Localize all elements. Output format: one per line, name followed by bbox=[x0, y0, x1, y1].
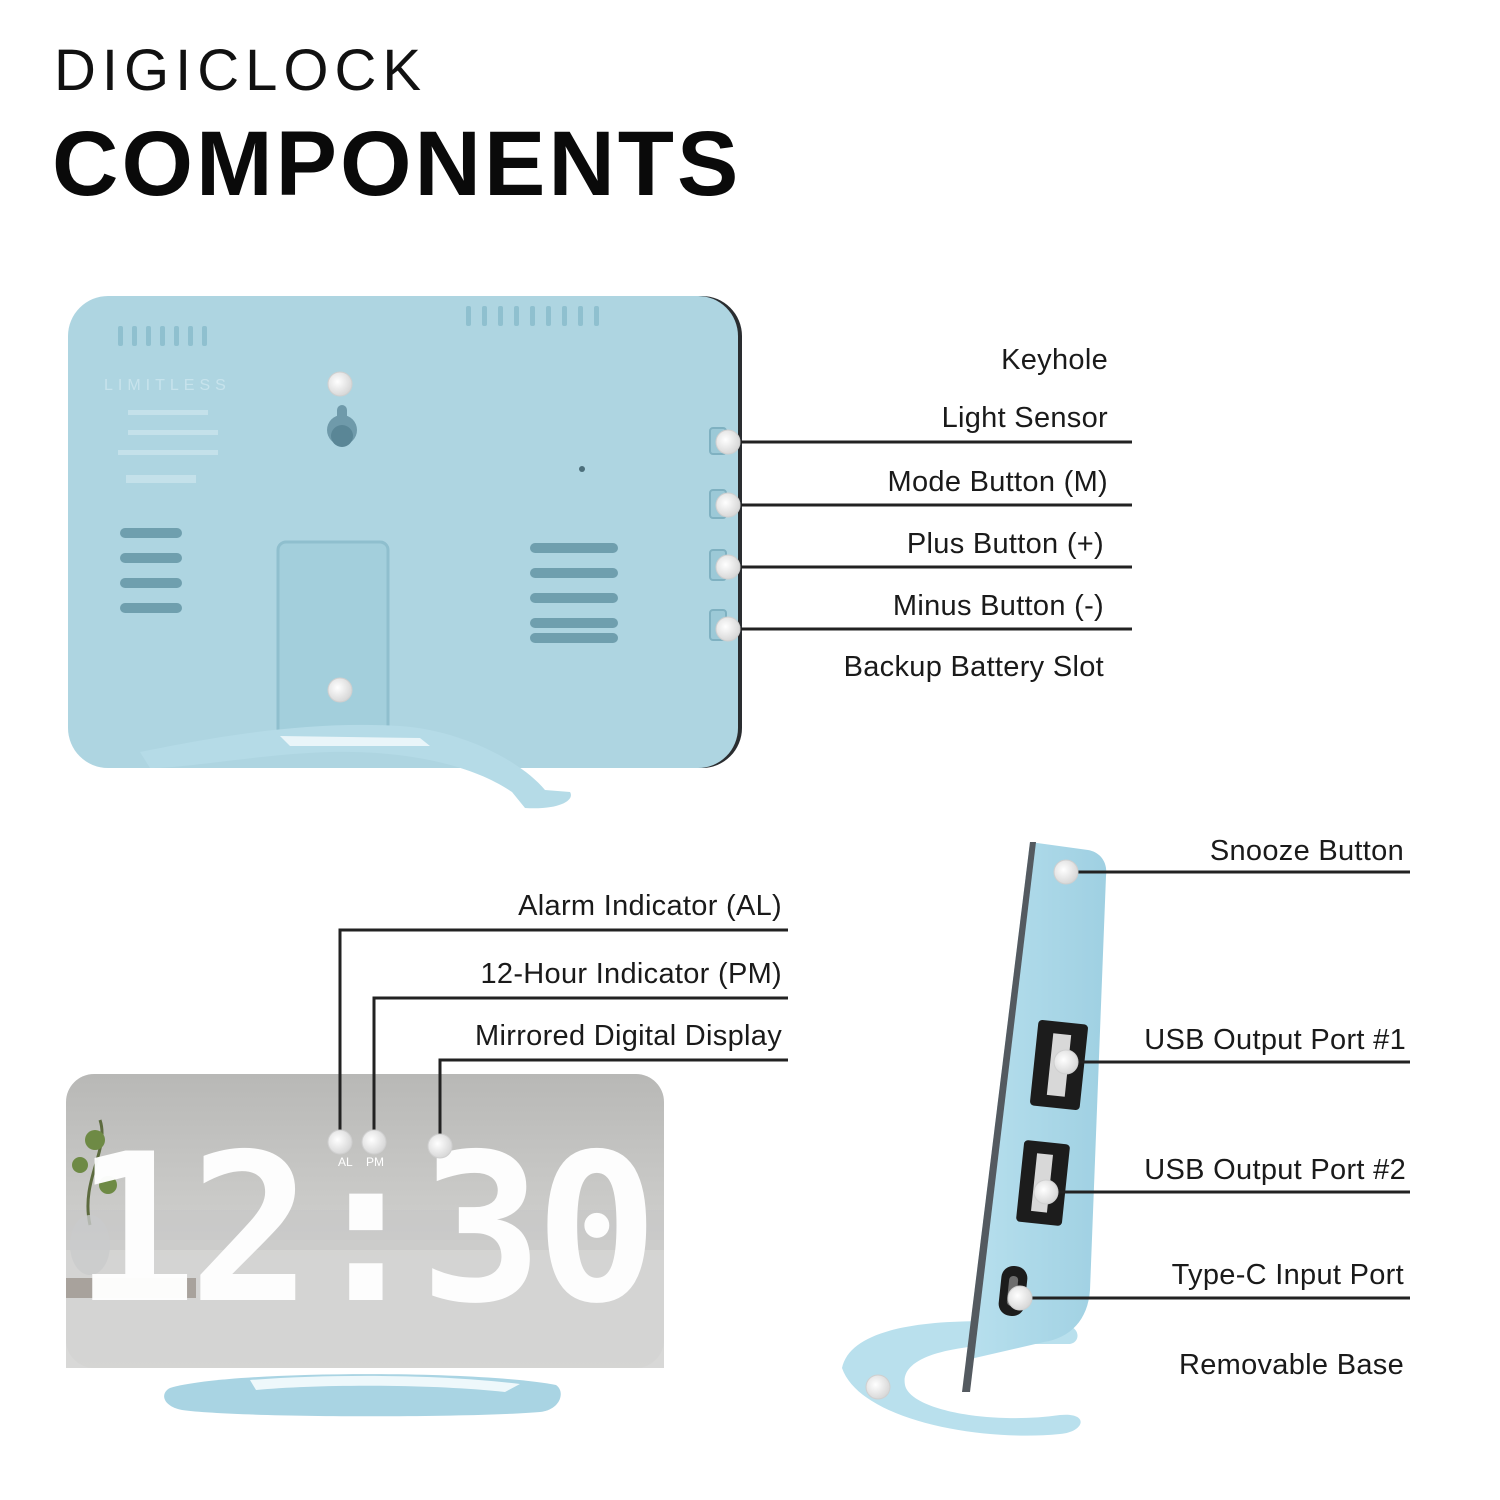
leader-lines bbox=[338, 382, 1410, 1389]
label-mode-button: Mode Button (M) bbox=[887, 466, 1108, 498]
title-heading: COMPONENTS bbox=[52, 113, 742, 215]
side-vents bbox=[120, 528, 618, 643]
dot-battery-slot bbox=[327, 677, 353, 703]
dot-alarm-indicator bbox=[327, 1129, 353, 1155]
brand-mark: LIMITLESS bbox=[104, 377, 231, 394]
side-view-clock bbox=[842, 842, 1107, 1436]
dot-mode-button bbox=[715, 492, 741, 518]
dot-usb-1 bbox=[1053, 1049, 1079, 1075]
label-usb-2: USB Output Port #2 bbox=[1144, 1154, 1406, 1186]
title-brand: DIGICLOCK bbox=[54, 38, 428, 103]
back-view-clock: LIMITLESS bbox=[68, 296, 742, 809]
label-light-sensor: Light Sensor bbox=[941, 402, 1108, 434]
label-minus-button: Minus Button (-) bbox=[892, 590, 1104, 622]
pm-indicator: PM bbox=[366, 1155, 384, 1169]
spec-text-lines bbox=[118, 410, 218, 483]
dot-type-c bbox=[1007, 1285, 1033, 1311]
top-vents bbox=[118, 306, 599, 346]
front-view-clock: 12:30 AL PM bbox=[66, 1074, 664, 1417]
back-stand bbox=[140, 724, 571, 809]
battery-door bbox=[276, 540, 390, 740]
dot-light-sensor bbox=[715, 429, 741, 455]
label-alarm-indicator: Alarm Indicator (AL) bbox=[518, 890, 782, 922]
label-mirror-display: Mirrored Digital Display bbox=[475, 1020, 782, 1052]
dot-usb-2 bbox=[1033, 1179, 1059, 1205]
dot-pm-indicator bbox=[361, 1129, 387, 1155]
dot-removable-base bbox=[865, 1374, 891, 1400]
dot-plus-button bbox=[715, 554, 741, 580]
dot-keyhole bbox=[327, 371, 353, 397]
dot-mirror-display bbox=[427, 1133, 453, 1159]
callout-dots bbox=[327, 371, 1079, 1400]
dot-snooze-button bbox=[1053, 859, 1079, 885]
label-plus-button: Plus Button (+) bbox=[906, 528, 1104, 560]
al-indicator: AL bbox=[338, 1155, 353, 1169]
dot-minus-button bbox=[715, 616, 741, 642]
label-usb-1: USB Output Port #1 bbox=[1144, 1024, 1406, 1056]
label-keyhole: Keyhole bbox=[1001, 344, 1108, 376]
label-snooze-button: Snooze Button bbox=[1209, 835, 1404, 867]
label-type-c: Type-C Input Port bbox=[1171, 1259, 1404, 1291]
keyhole bbox=[327, 405, 357, 447]
label-battery-slot: Backup Battery Slot bbox=[843, 651, 1104, 683]
label-removable-base: Removable Base bbox=[1178, 1349, 1404, 1381]
reset-hole bbox=[579, 466, 585, 472]
display-time: 12:30 bbox=[73, 1111, 650, 1349]
label-pm-indicator: 12-Hour Indicator (PM) bbox=[480, 958, 782, 990]
